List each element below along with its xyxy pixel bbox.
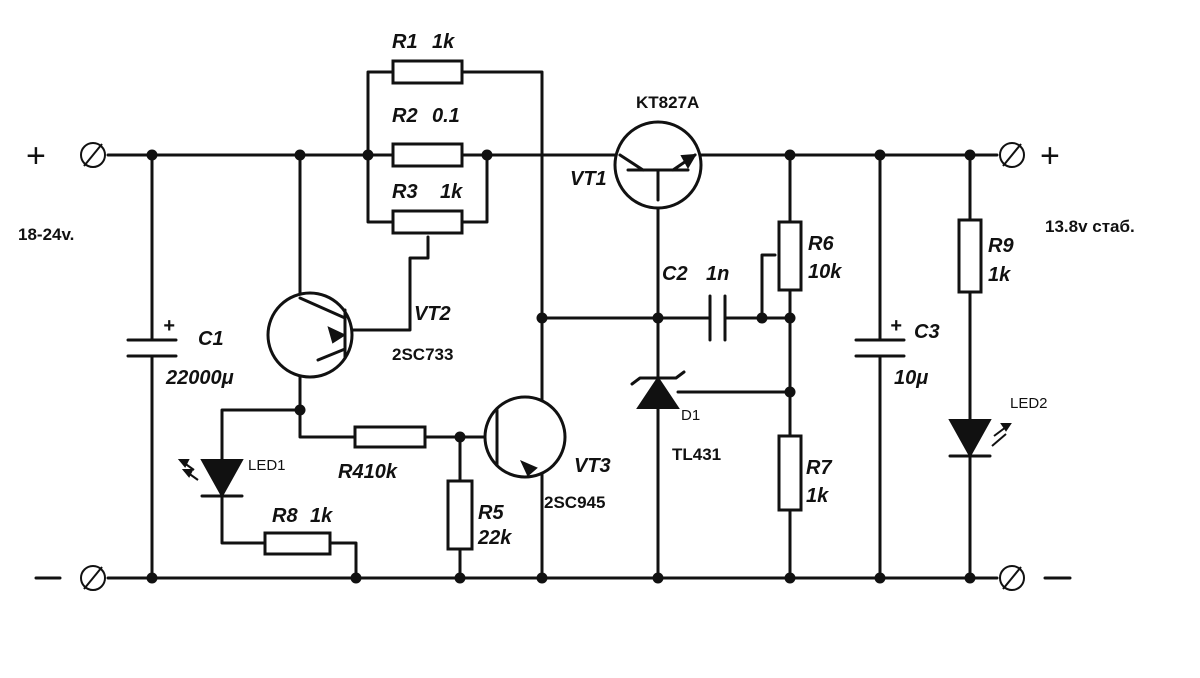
capacitor-c3	[854, 338, 906, 358]
vt2-label: VT2	[414, 303, 451, 325]
r1-value: 1k	[432, 31, 455, 53]
resistor-r4	[353, 425, 427, 449]
r7-label: R7	[806, 457, 832, 479]
r4-label: R410k	[338, 461, 398, 483]
output-plus-terminal	[999, 142, 1025, 168]
input-plus-terminal	[80, 142, 106, 168]
resistor-r7	[777, 434, 803, 512]
vt1-part: KT827A	[636, 93, 699, 112]
capacitor-c1	[126, 338, 178, 358]
r6-value: 10k	[808, 261, 842, 283]
r5-label: R5	[478, 502, 504, 524]
c2-value: 1n	[706, 263, 729, 285]
r3-label: R3	[392, 181, 418, 203]
r2-value: 0.1	[432, 105, 460, 127]
r8-label: R8	[272, 505, 298, 527]
capacitor-c2	[708, 294, 727, 342]
d1-label: D1	[681, 407, 700, 424]
resistor-r9	[957, 218, 983, 294]
input-minus-terminal	[80, 565, 106, 591]
c1-value: 22000μ	[165, 367, 234, 389]
plus-sign-left: +	[26, 137, 46, 175]
input-voltage-label: 18-24v.	[18, 225, 74, 244]
c1-polarity: +	[163, 315, 175, 337]
vt3-label: VT3	[574, 455, 611, 477]
led1-label: LED1	[248, 457, 286, 474]
transistor-vt2	[266, 291, 354, 379]
r9-label: R9	[988, 235, 1014, 257]
led2-label: LED2	[1010, 395, 1048, 412]
plus-sign-right: +	[1040, 137, 1060, 175]
junction-dots	[146, 149, 976, 584]
vt2-part: 2SC733	[392, 345, 453, 364]
output-minus-terminal	[999, 565, 1025, 591]
led1	[177, 459, 244, 499]
resistor-r8	[263, 531, 332, 556]
vt3-part: 2SC945	[544, 493, 605, 512]
c3-label: C3	[914, 321, 940, 343]
c3-polarity: +	[890, 315, 902, 337]
resistor-r6	[777, 220, 803, 292]
transistor-vt3	[483, 395, 567, 479]
d1-part: TL431	[672, 445, 721, 464]
r6-label: R6	[808, 233, 834, 255]
vt1-label: VT1	[570, 168, 607, 190]
zener-diode-d1	[630, 370, 686, 409]
resistor-r5	[446, 479, 474, 551]
c3-value: 10μ	[894, 367, 928, 389]
resistor-r2	[391, 142, 464, 168]
r1-label: R1	[392, 31, 418, 53]
resistor-r1	[391, 59, 464, 85]
r7-value: 1k	[806, 485, 829, 507]
transistor-vt1	[613, 120, 703, 210]
r2-label: R2	[392, 105, 418, 127]
r5-value: 22k	[477, 527, 512, 549]
c2-label: C2	[662, 263, 688, 285]
resistor-r3	[391, 209, 464, 235]
c1-label: C1	[198, 328, 224, 350]
led2	[948, 419, 1012, 459]
r8-value: 1k	[310, 505, 333, 527]
r9-value: 1k	[988, 264, 1011, 286]
r3-value: 1k	[440, 181, 463, 203]
output-voltage-label: 13.8v стаб.	[1045, 217, 1135, 236]
